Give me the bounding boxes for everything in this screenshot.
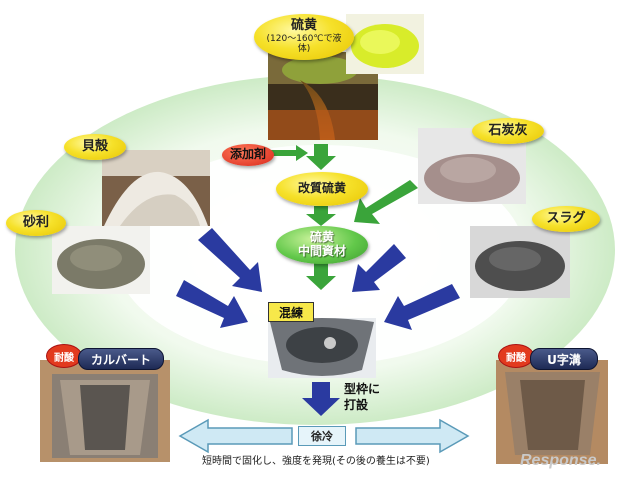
mixing-label: 混練 xyxy=(268,302,314,322)
arrow-coalash-to-mix xyxy=(352,244,406,292)
response-watermark: Response. xyxy=(520,452,601,469)
sulfur-title: 硫黄 xyxy=(290,18,317,34)
gravel-photo xyxy=(52,226,150,294)
culvert-label: カルバート xyxy=(78,348,164,370)
arrow-intermediate-down xyxy=(306,262,336,290)
sulfur-label: 硫黄 (120～160℃で液体) xyxy=(254,14,354,60)
u-gutter-acid-badge: 耐酸 xyxy=(498,344,534,368)
coal-ash-label: 石炭灰 xyxy=(472,118,544,144)
arrow-coalash-left xyxy=(354,180,418,224)
gravel-label: 砂利 xyxy=(6,210,66,236)
slag-label: スラグ xyxy=(532,206,600,232)
arrow-cool-left xyxy=(178,418,293,454)
arrow-additive-right xyxy=(270,145,308,161)
shell-label: 貝殻 xyxy=(64,134,126,160)
casting-label: 型枠に 打設 xyxy=(344,382,381,412)
culvert-photo xyxy=(40,360,170,462)
mixer-photo xyxy=(268,318,376,378)
arrow-gravel-to-mix xyxy=(176,280,248,328)
slag-photo xyxy=(470,226,570,298)
sulfur-powder-photo xyxy=(346,14,424,74)
arrow-modified-down xyxy=(306,206,336,226)
arrow-shell-to-mix xyxy=(198,228,262,292)
arrow-sulfur-down xyxy=(306,144,336,170)
additive-label: 添加剤 xyxy=(222,144,274,166)
culvert-acid-badge: 耐酸 xyxy=(46,344,82,368)
arrow-cool-right xyxy=(355,418,470,454)
curing-caption: 短時間で固化し、強度を発現(その後の養生は不要) xyxy=(202,456,430,467)
arrow-slag-to-mix xyxy=(384,284,460,330)
shell-photo xyxy=(102,150,210,226)
coal-ash-photo xyxy=(418,128,526,204)
cooling-label: 徐冷 xyxy=(298,426,346,446)
modified-sulfur-label: 改質硫黄 xyxy=(276,172,368,206)
intermediate-material-label: 硫黄 中間資材 xyxy=(276,226,368,264)
arrow-mix-to-cast xyxy=(302,382,340,416)
u-gutter-label: U字溝 xyxy=(530,348,598,370)
u-gutter-photo xyxy=(496,360,608,464)
sulfur-subtitle: (120～160℃で液体) xyxy=(266,34,342,55)
